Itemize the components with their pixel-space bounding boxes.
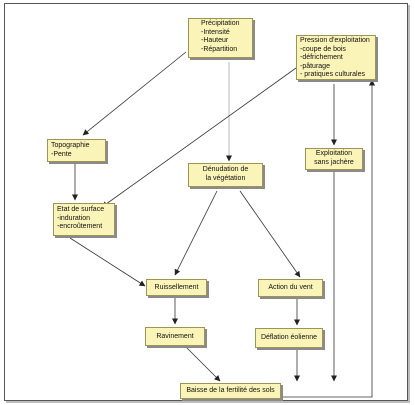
node-action-vent: Action du vent	[258, 279, 323, 297]
node-precipitation-line-3: -Hauteur	[201, 37, 229, 45]
node-ravinement-label: Ravinement	[156, 333, 194, 340]
node-deflation-label: Déflation éolienne	[260, 334, 318, 341]
node-precipitation: Précipitation -Intensité -Hauteur -Répar…	[188, 18, 253, 58]
node-exploitation-line-1: Exploitation	[315, 150, 353, 157]
node-precipitation-line-1: Précipitation	[201, 20, 240, 27]
node-pression-line-3: -défrichement	[300, 54, 343, 62]
node-topographie-line-2: -Pente	[51, 150, 72, 158]
node-etat-surface-line-3: -encroûtement	[57, 223, 103, 231]
node-pression-line-4: -pâturage	[300, 62, 330, 70]
node-etat-surface-line-1: Etat de surface	[57, 206, 105, 213]
node-action-vent-label: Action du vent	[268, 284, 313, 291]
node-topographie: Topographie -Pente	[47, 139, 106, 162]
node-pression-line-2: -coupe de bois	[300, 45, 346, 53]
node-precipitation-line-4: -Répartition	[201, 45, 238, 53]
node-precipitation-line-2: -Intensité	[201, 28, 230, 36]
node-denudation-line-2: la végétation	[205, 174, 246, 182]
node-etat-surface: Etat de surface -induration -encroûtemen…	[53, 203, 115, 236]
node-ravinement: Ravinement	[145, 327, 205, 346]
node-deflation-eolienne: Déflation éolienne	[255, 328, 323, 348]
node-topographie-line-1: Topographie	[51, 142, 90, 149]
node-baisse-fertilite: Baisse de la fertilité des sols	[180, 383, 281, 399]
node-pression-line-1: Pression d'exploitation	[300, 37, 370, 44]
node-ruissellement-label: Ruissellement	[154, 284, 199, 291]
node-pression-exploitation: Pression d'exploitation -coupe de bois -…	[296, 35, 376, 80]
node-etat-surface-line-2: -induration	[57, 214, 91, 222]
node-exploitation-sans-jachere: Exploitation sans jachère	[305, 148, 363, 170]
node-denudation: Dénudation de la végétation	[188, 163, 263, 187]
node-pression-line-5: - pratiques culturales	[300, 71, 365, 79]
node-ruissellement: Ruissellement	[146, 279, 207, 296]
node-exploitation-line-2: sans jachère	[314, 158, 354, 166]
node-denudation-line-1: Dénudation de	[202, 166, 249, 173]
node-baisse-label: Baisse de la fertilité des sols	[186, 387, 275, 394]
